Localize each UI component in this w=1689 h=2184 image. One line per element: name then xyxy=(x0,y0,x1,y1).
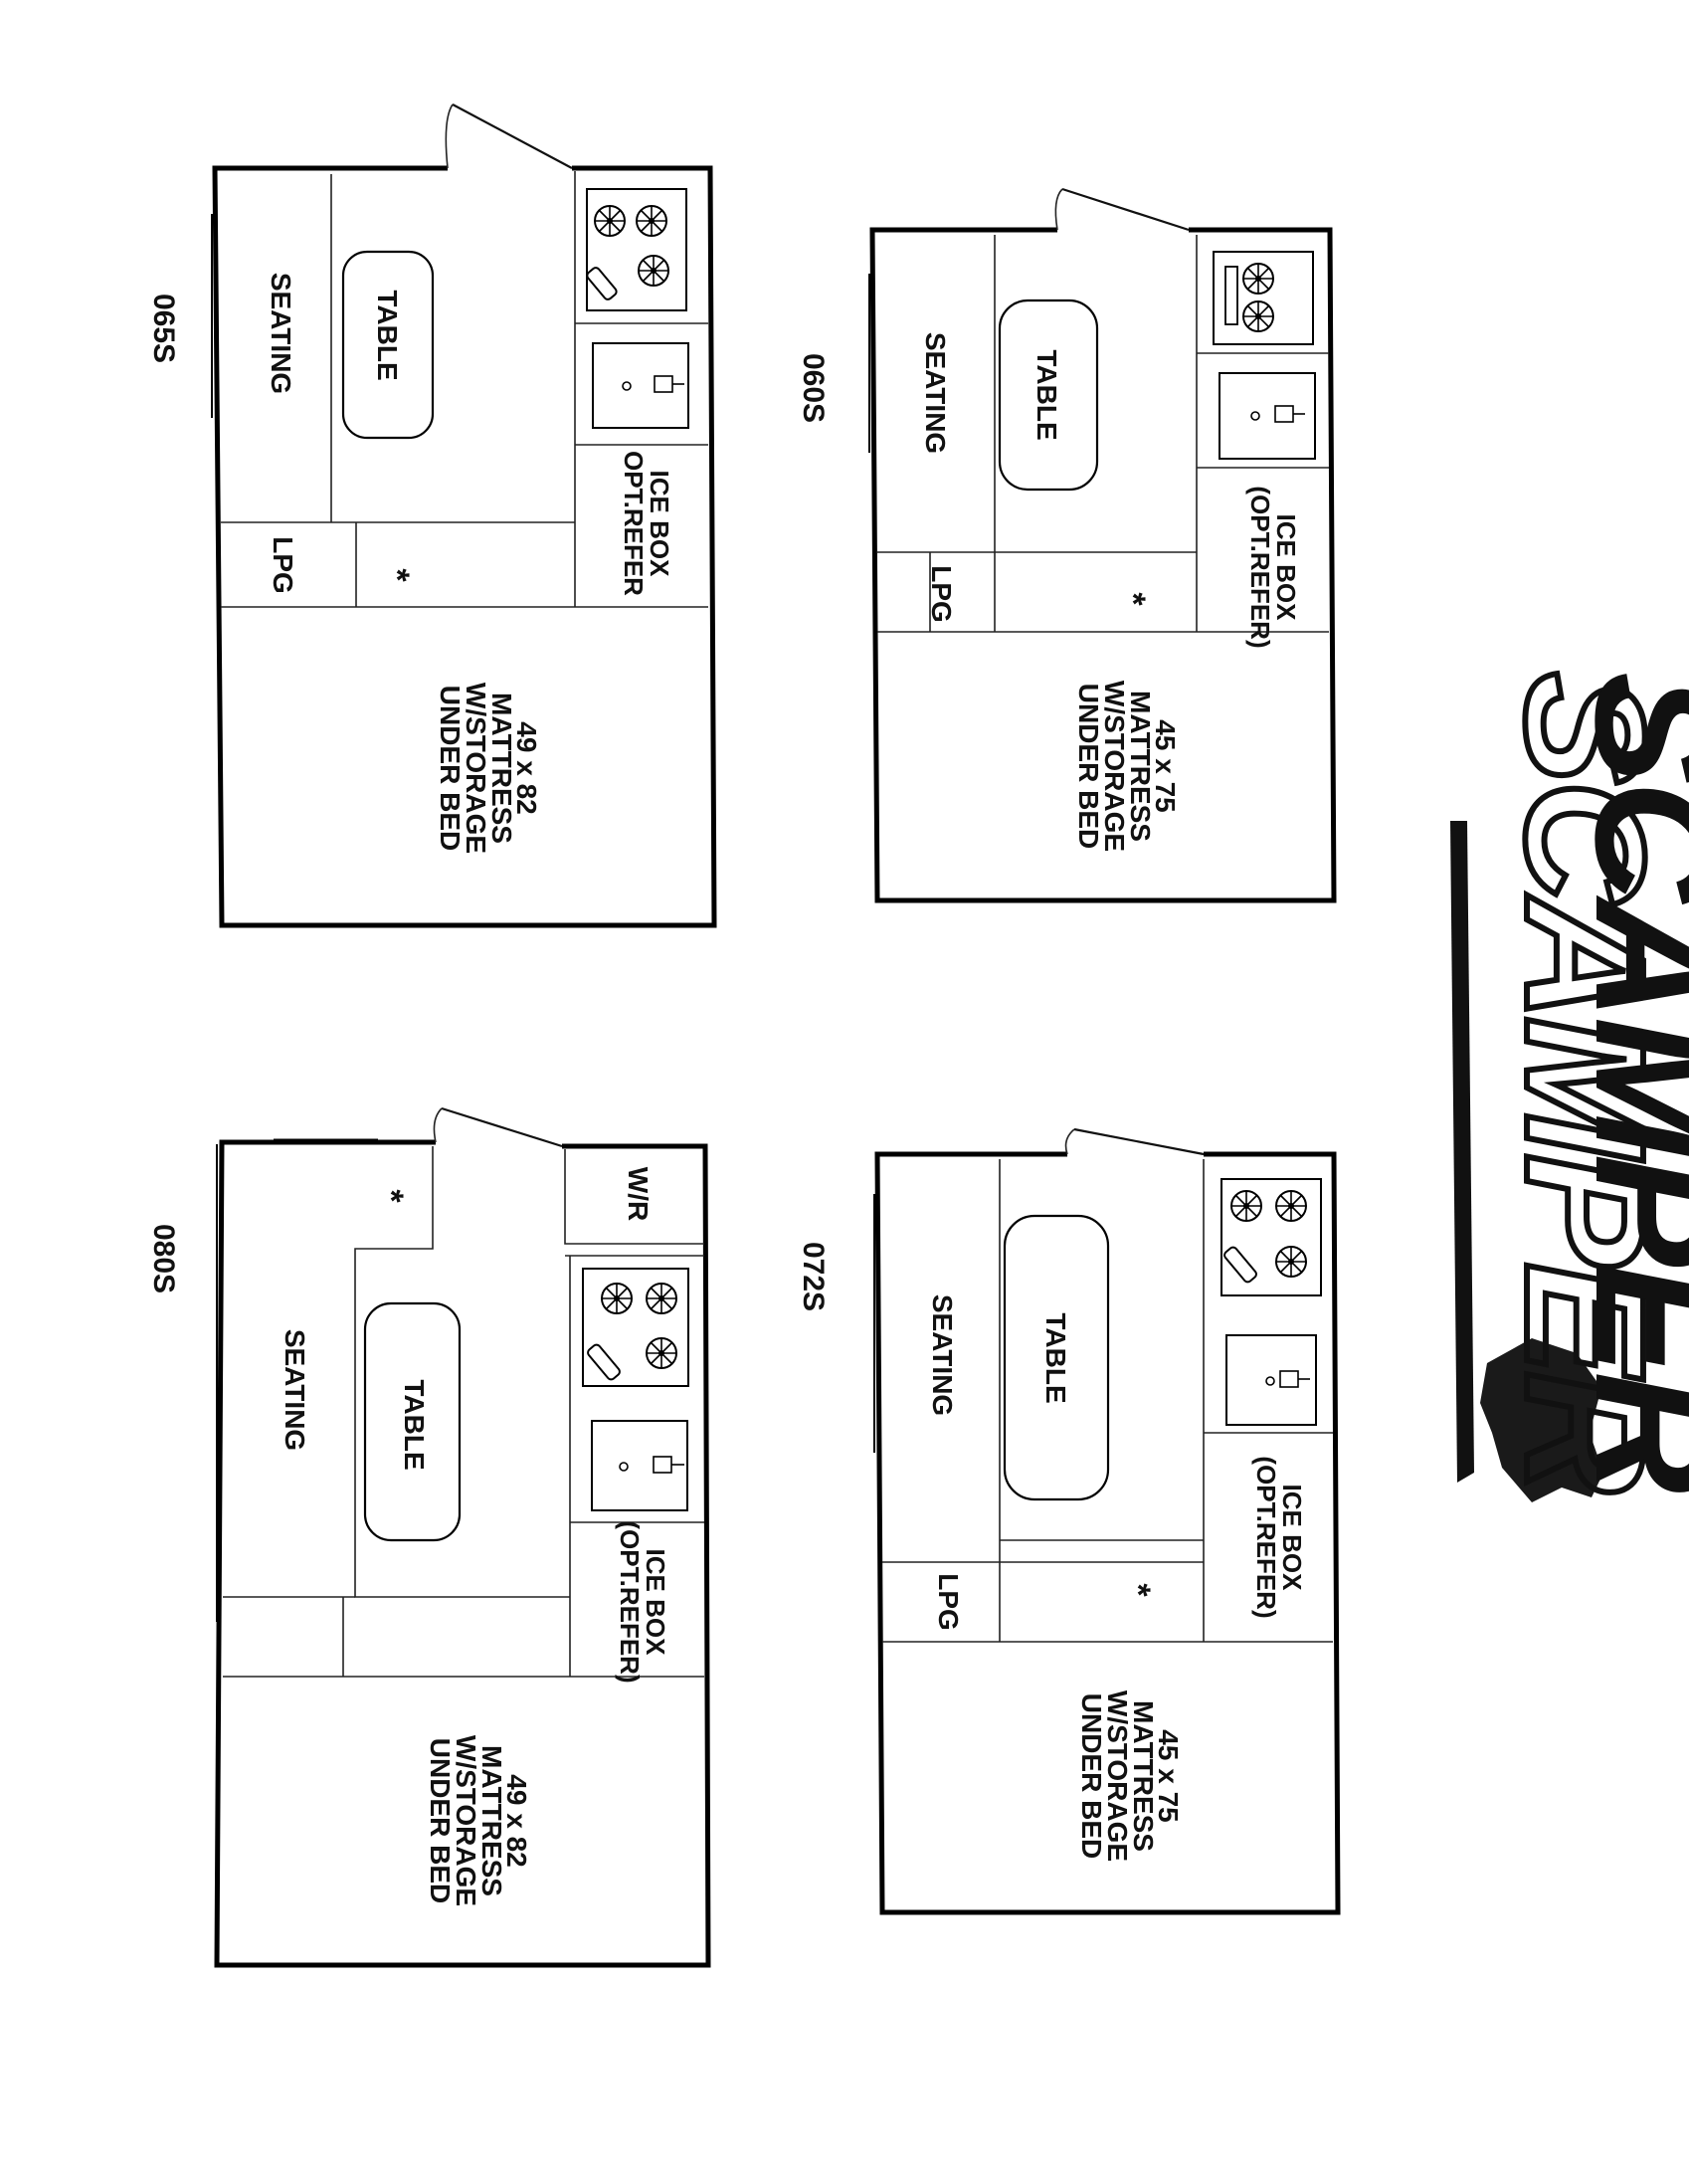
scamper-logo-text: SCAMPER xyxy=(1560,672,1689,1492)
plan-072s-asterisk: * xyxy=(1119,1583,1157,1597)
plan-080s-wr-label: W/R xyxy=(623,1167,654,1221)
plan-072s-icebox-line1: ICE BOX xyxy=(1277,1485,1307,1592)
plan-080s-icebox-line1: ICE BOX xyxy=(641,1549,670,1657)
plan-060s-asterisk: * xyxy=(1114,592,1152,606)
plan-060s-lpg-label: LPG xyxy=(926,565,957,623)
plan-065s-table-label: TABLE xyxy=(372,290,403,380)
plan-072s-mattress-line3: W/STORAGE xyxy=(1102,1690,1133,1862)
plan-080s-seating-label: SEATING xyxy=(280,1329,310,1451)
plan-080s-asterisk: * xyxy=(372,1189,410,1203)
plan-065s-mattress-line4: UNDER BED xyxy=(435,686,466,851)
plan-080s-mattress-line1: 49 x 82 xyxy=(501,1774,532,1867)
plan-060s-mattress-line1: 45 x 75 xyxy=(1150,719,1181,812)
plan-060s-model-label: 060S xyxy=(797,353,830,423)
plan-065s-lpg-label: LPG xyxy=(268,536,298,594)
plan-080s-icebox-line2: (OPT.REFER) xyxy=(615,1520,645,1683)
plan-065s-asterisk: * xyxy=(378,568,416,582)
plan-065s-seating-label: SEATING xyxy=(266,273,296,394)
plan-060s-icebox-line1: ICE BOX xyxy=(1271,514,1301,622)
plan-060s-mattress-line4: UNDER BED xyxy=(1073,684,1104,849)
plan-065s-icebox-line2: OPT.REFER xyxy=(619,451,649,596)
floorplan-080s xyxy=(214,1106,711,1968)
plan-072s-mattress-line4: UNDER BED xyxy=(1076,1693,1107,1859)
plan-065s-model-label: 065S xyxy=(147,294,180,363)
plan-060s-icebox-line2: (OPT.REFER) xyxy=(1245,486,1275,648)
plan-065s-mattress-line2: MATTRESS xyxy=(486,693,517,844)
plan-060s-seating-label: SEATING xyxy=(920,332,951,454)
plan-072s-icebox-line2: (OPT.REFER) xyxy=(1251,1456,1281,1618)
plan-072s-table-label: TABLE xyxy=(1040,1312,1071,1403)
plan-060s-mattress-line2: MATTRESS xyxy=(1125,691,1156,842)
plan-080s-mattress-line4: UNDER BED xyxy=(425,1738,456,1903)
floorplan-072s xyxy=(873,1127,1341,1915)
plan-072s-seating-label: SEATING xyxy=(927,1294,958,1416)
plan-060s-mattress-line3: W/STORAGE xyxy=(1099,681,1130,852)
floorplan-065s xyxy=(211,103,717,928)
plan-080s-mattress-line2: MATTRESS xyxy=(476,1745,507,1896)
plan-072s-lpg-label: LPG xyxy=(933,1573,964,1631)
plan-072s-model-label: 072S xyxy=(797,1242,830,1311)
plan-065s-mattress-line1: 49 x 82 xyxy=(511,721,542,814)
plan-072s-mattress-line1: 45 x 75 xyxy=(1153,1729,1184,1822)
scamper-logo: SCAMPER SCAMPER xyxy=(1450,669,1689,1502)
plan-080s-mattress-line3: W/STORAGE xyxy=(451,1735,481,1906)
plan-060s-table-label: TABLE xyxy=(1032,349,1062,440)
plan-080s-table-label: TABLE xyxy=(399,1379,430,1470)
plan-065s-icebox-line1: ICE BOX xyxy=(645,471,674,578)
plan-080s-model-label: 080S xyxy=(147,1224,180,1293)
floorplan-060s xyxy=(868,187,1337,903)
plan-072s-mattress-line2: MATTRESS xyxy=(1128,1700,1159,1852)
scamper-logo-shadow: SCAMPER xyxy=(1490,672,1679,1492)
plan-065s-mattress-line3: W/STORAGE xyxy=(461,683,491,854)
